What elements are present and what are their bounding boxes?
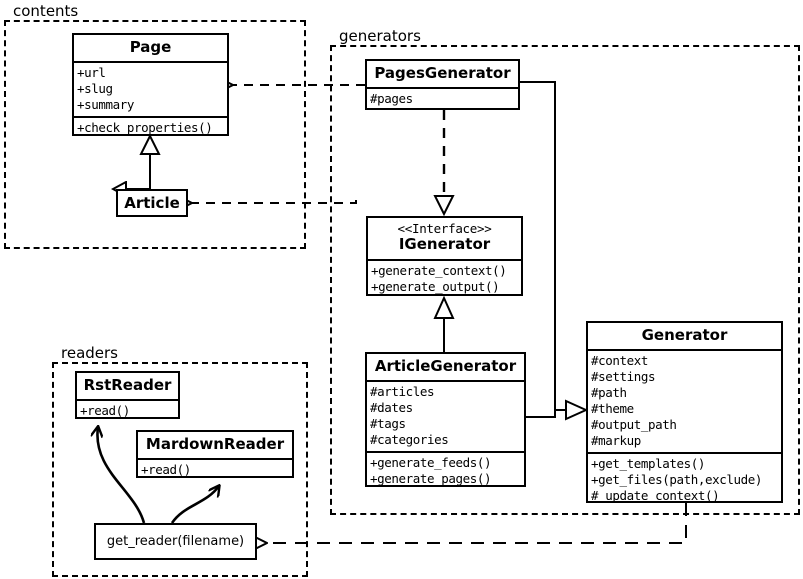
- attribute-dates: #dates: [370, 400, 413, 416]
- class-methods-page: +check_properties(): [74, 116, 227, 139]
- class-name-igenerator: <<Interface>> IGenerator: [368, 218, 521, 259]
- method-check-properties: +check_properties(): [77, 120, 213, 136]
- method-update-context: #_update_context(): [591, 488, 720, 504]
- attribute-settings: #settings: [591, 369, 656, 385]
- class-name-pagesgenerator: PagesGenerator: [374, 64, 511, 82]
- class-box-article[interactable]: Article: [116, 189, 188, 217]
- class-attributes-page: +url +slug +summary: [74, 61, 227, 116]
- package-contents: [4, 20, 306, 249]
- package-readers-label: readers: [58, 344, 121, 362]
- class-attributes-generator: #context #settings #path #theme #output_…: [588, 349, 781, 452]
- method-generate-feeds: +generate_feeds(): [370, 455, 492, 471]
- attribute-url: +url: [77, 65, 106, 81]
- class-name-page: Page: [129, 38, 172, 56]
- class-box-rstreader[interactable]: RstReader +read(): [75, 371, 180, 419]
- class-box-generator[interactable]: Generator #context #settings #path #them…: [586, 321, 783, 503]
- class-attributes-articlegenerator: #articles #dates #tags #categories: [367, 380, 524, 451]
- class-name-igenerator-text: IGenerator: [398, 235, 491, 254]
- attribute-output-path: #output_path: [591, 417, 677, 433]
- package-generators-label: generators: [336, 27, 424, 45]
- attribute-pages: #pages: [370, 91, 413, 107]
- class-methods-articlegenerator: +generate_feeds() +generate_pages(): [367, 451, 524, 490]
- method-generate-context: +generate_context(): [371, 262, 507, 278]
- method-get-files: +get_files(path,exclude): [591, 472, 763, 488]
- package-readers: [52, 362, 308, 577]
- attribute-tags: #tags: [370, 416, 406, 432]
- attribute-summary: +summary: [77, 97, 135, 113]
- class-name-rstreader: RstReader: [83, 376, 172, 394]
- class-name-article: Article: [124, 194, 180, 212]
- class-box-igenerator[interactable]: <<Interface>> IGenerator +generate_conte…: [366, 216, 523, 296]
- method-generate-output: +generate_output(): [371, 278, 500, 294]
- class-methods-mardownreader: +read(): [138, 458, 292, 481]
- method-read-markdown: +read(): [141, 462, 191, 478]
- class-stereotype-interface: <<Interface>>: [397, 221, 492, 236]
- class-name-articlegenerator: ArticleGenerator: [374, 357, 517, 375]
- method-get-templates: +get_templates(): [591, 456, 706, 472]
- class-attributes-pagesgenerator: #pages: [367, 87, 518, 110]
- package-contents-label: contents: [10, 2, 82, 20]
- class-box-articlegenerator[interactable]: ArticleGenerator #articles #dates #tags …: [365, 352, 526, 487]
- class-methods-igenerator: +generate_context() +generate_output(): [368, 258, 521, 298]
- attribute-markup: #markup: [591, 433, 641, 449]
- class-methods-rstreader: +read(): [77, 399, 178, 422]
- class-box-pagesgenerator[interactable]: PagesGenerator #pages: [365, 59, 520, 110]
- method-read-rst: +read(): [80, 403, 130, 419]
- attribute-path: #path: [591, 385, 627, 401]
- class-name-generator: Generator: [641, 326, 728, 344]
- class-methods-generator: +get_templates() +get_files(path,exclude…: [588, 452, 781, 507]
- method-generate-pages: +generate_pages(): [370, 471, 492, 487]
- function-box-get-reader[interactable]: get_reader(filename): [94, 523, 257, 560]
- attribute-theme: #theme: [591, 401, 634, 417]
- class-box-mardownreader[interactable]: MardownReader +read(): [136, 430, 294, 478]
- class-box-page[interactable]: Page +url +slug +summary +check_properti…: [72, 33, 229, 136]
- attribute-articles: #articles: [370, 384, 435, 400]
- attribute-slug: +slug: [77, 81, 113, 97]
- class-name-mardownreader: MardownReader: [145, 435, 285, 453]
- attribute-context: #context: [591, 353, 649, 369]
- attribute-categories: #categories: [370, 432, 449, 448]
